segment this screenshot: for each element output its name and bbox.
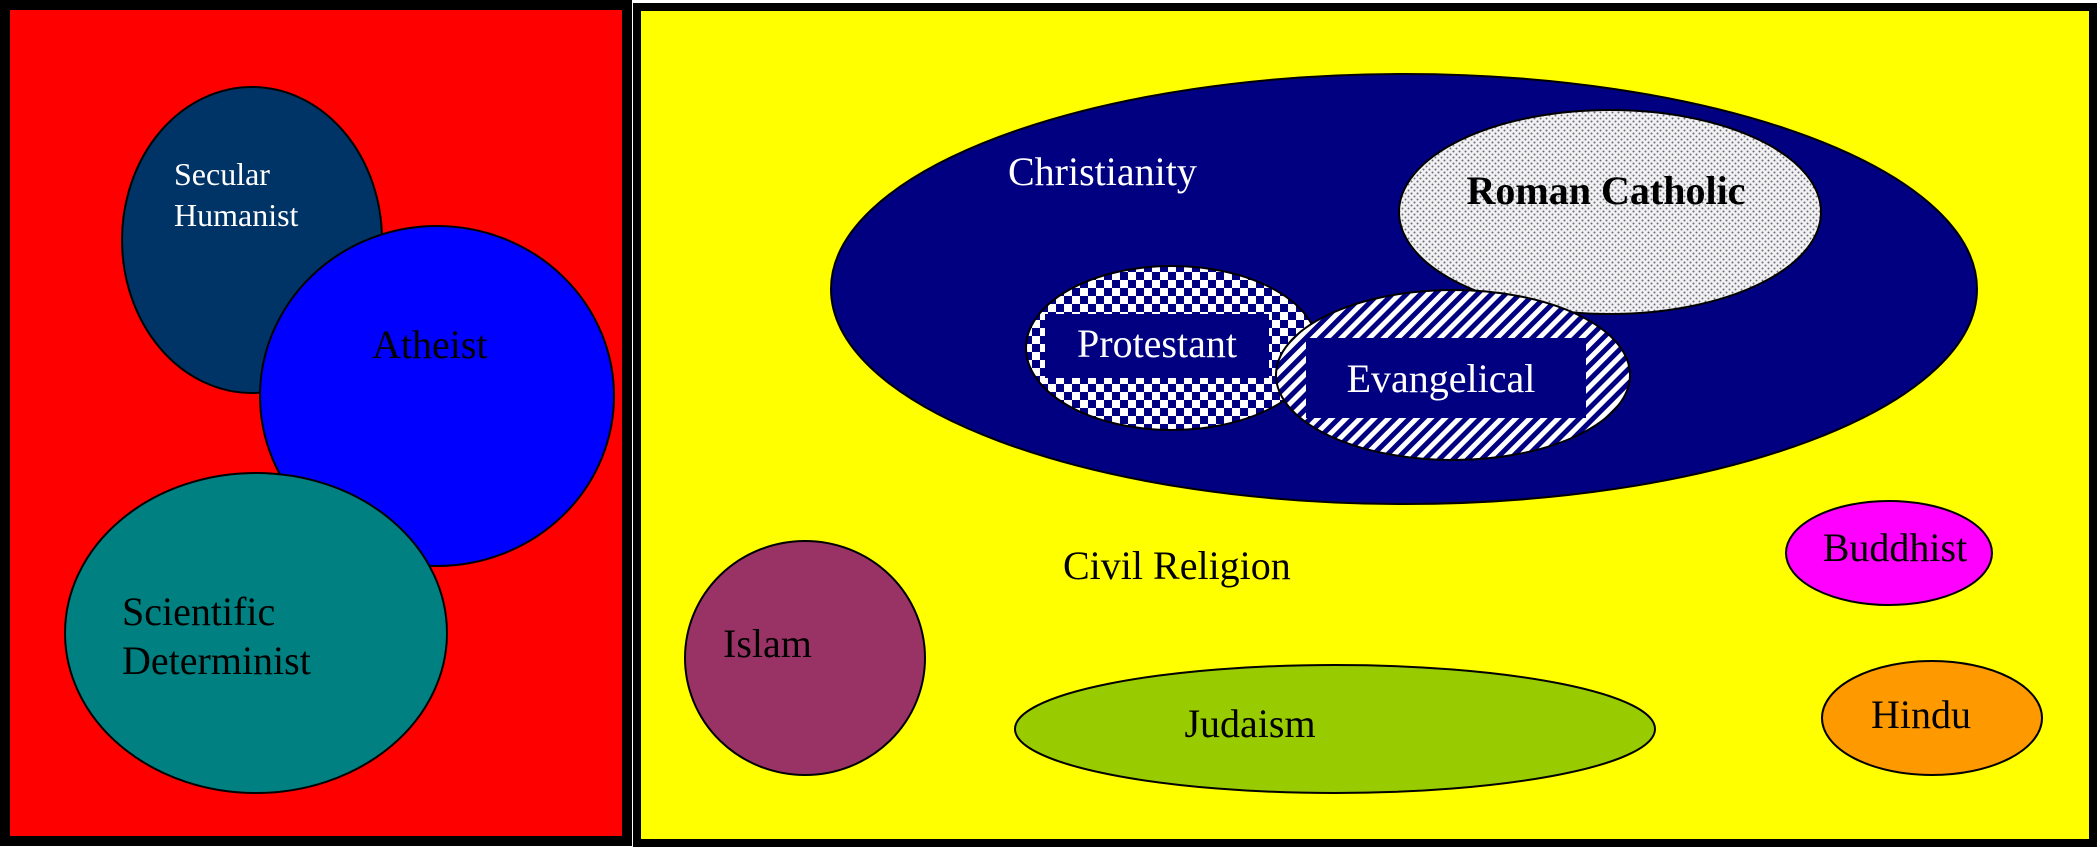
evangelical-label: Evangelical	[1347, 356, 1536, 401]
civil-religion-label: Civil Religion	[1063, 543, 1291, 588]
judaism-label: Judaism	[1184, 701, 1315, 746]
roman-catholic-ellipse	[1398, 109, 1822, 315]
protestant-label: Protestant	[1077, 321, 1237, 366]
left-panel: Secular Humanist Atheist Scientific Dete…	[0, 0, 632, 846]
atheist-ellipse	[259, 225, 615, 567]
judaism-ellipse	[1014, 664, 1656, 794]
scientific-determinist-label-line1: Scientific	[122, 589, 275, 634]
right-panel: Christianity Roman Catholic Protestant E…	[633, 3, 2097, 847]
protestant-label-box	[1045, 314, 1269, 378]
atheist-label: Atheist	[372, 322, 488, 367]
islam-ellipse	[684, 540, 926, 776]
buddhist-ellipse	[1785, 500, 1993, 606]
evangelical-label-box	[1306, 338, 1586, 418]
scientific-determinist-label-line2: Determinist	[122, 638, 311, 683]
secular-humanist-label-line1: Secular	[174, 156, 270, 192]
scientific-determinist-ellipse	[64, 472, 448, 794]
secular-humanist-label-line2: Humanist	[174, 197, 299, 233]
buddhist-label: Buddhist	[1823, 525, 1967, 570]
islam-label: Islam	[723, 621, 812, 666]
christianity-label: Christianity	[1008, 149, 1197, 194]
roman-catholic-label: Roman Catholic	[1467, 168, 1746, 213]
hindu-ellipse	[1821, 660, 2043, 776]
hindu-label: Hindu	[1871, 692, 1971, 737]
